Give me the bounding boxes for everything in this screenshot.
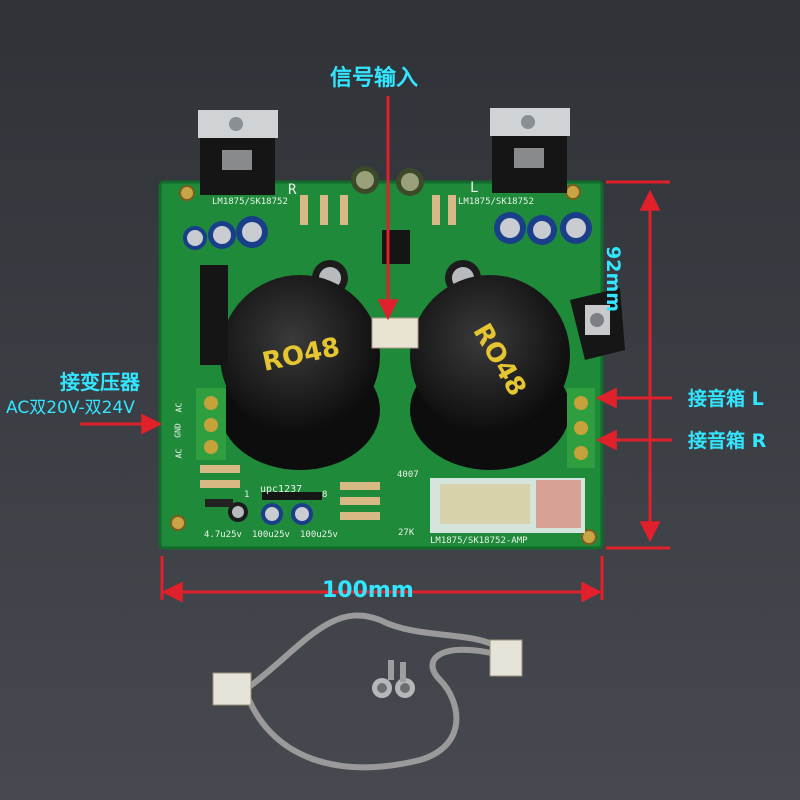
height-dimension-label: 92mm [602, 246, 624, 313]
board-name-label: LM1875/SK18752-AMP [430, 536, 528, 546]
pin-8-label: 8 [322, 490, 328, 500]
pin-1-label: 1 [244, 490, 250, 500]
channel-r-label: R [288, 182, 297, 198]
resistor-label: 27K [398, 528, 415, 538]
cap-label-3: 100u25v [300, 530, 338, 540]
op-amp-chip [382, 230, 410, 264]
heatsink [570, 288, 625, 360]
ac-terminal-block [196, 388, 226, 460]
cap-label-1: 4.7u25v [204, 530, 242, 540]
filter-capacitor-left [220, 275, 380, 470]
filter-capacitor-right [410, 275, 570, 470]
speaker-terminal-block [567, 388, 595, 468]
cable-connector-a [212, 672, 252, 706]
cable [242, 612, 502, 771]
relay [430, 478, 585, 533]
ac-terminal-label-2: GND [173, 423, 183, 438]
annotation-arrows [80, 96, 672, 603]
chip-r-label: LM1875/SK18752 [212, 197, 288, 207]
speaker-right-label: 接音箱 R [688, 430, 767, 452]
ac-terminal-label-3: AC [174, 448, 184, 459]
transformer-spec-label: AC双20V-双24V [6, 398, 135, 418]
chip-l [490, 108, 570, 193]
channel-l-label: L [470, 180, 479, 196]
chip-l-label: LM1875/SK18752 [458, 197, 534, 207]
cable-connector-b [489, 639, 523, 677]
ac-terminal-label-1: AC [174, 402, 184, 413]
screws [372, 660, 415, 698]
resistors [200, 195, 456, 520]
cap-label-2: 100u25v [252, 530, 290, 540]
signal-input-label: 信号输入 [330, 66, 419, 91]
transformer-label: 接变压器 [60, 370, 140, 394]
op-amp-label: upc1237 [260, 484, 303, 495]
chip-r [198, 110, 278, 195]
rectifier-label: 4007 [397, 470, 419, 480]
speaker-left-label: 接音箱 L [688, 388, 764, 410]
width-dimension-label: 100mm [322, 578, 414, 603]
signal-input-connector [371, 317, 419, 349]
